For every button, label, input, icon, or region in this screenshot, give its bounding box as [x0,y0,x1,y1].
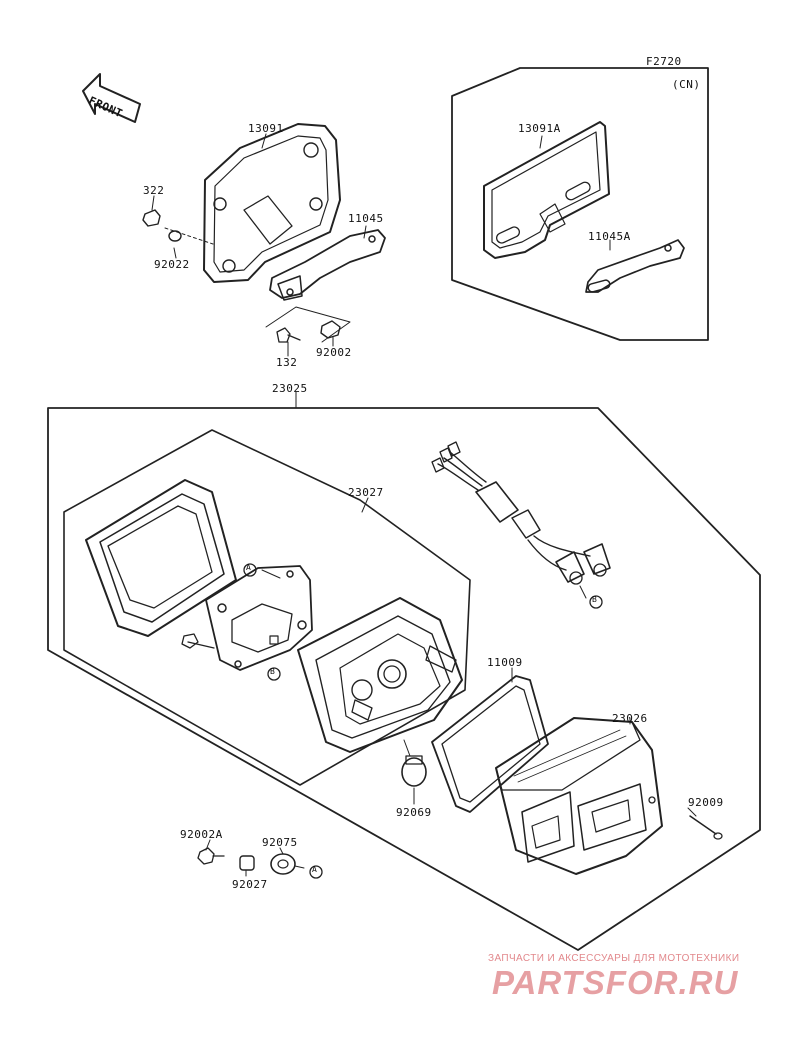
washer-92022-icon [168,230,182,242]
lens-frame [85,479,237,637]
taillight-assembly-box-23025 [47,407,761,951]
bolt-92002a-icon [197,847,225,865]
variant-note: (CN) [672,78,701,91]
marker-b-icon [267,595,603,681]
callout-11009: 11009 [487,656,523,669]
wiring-harness [431,441,611,585]
gasket-11009 [431,675,549,813]
callout-23026: 23026 [612,712,648,725]
callout-92075: 92075 [262,836,298,849]
marker-b-label: B [270,667,276,676]
gasket-plate [205,565,313,671]
cn-variant-box [451,67,709,341]
callout-92022: 92022 [154,258,190,271]
bracket-11045a [585,239,685,293]
callout-322: 322 [143,184,165,197]
bulb-92069-icon [401,739,427,787]
grommet-92075-icon [270,853,296,875]
watermark-logo: PARTSFOR.RU [492,964,739,1001]
license-bracket-13091 [203,123,341,283]
callout-13091: 13091 [248,122,284,135]
callout-11045: 11045 [348,212,384,225]
callout-13091a: 13091A [518,122,561,135]
bracket-11045 [269,229,386,301]
marker-a-label: A [246,563,252,572]
screw-92009-icon [689,815,723,840]
figure-code: F2720 [646,55,682,68]
bolt-322-icon [142,209,161,227]
callout-92002: 92002 [316,346,352,359]
callout-132: 132 [276,356,298,369]
lamp-housing [297,597,463,753]
callout-92069: 92069 [396,806,432,819]
callout-23027: 23027 [348,486,384,499]
marker-a2-label: A [312,865,318,874]
callout-92027: 92027 [232,878,268,891]
license-bracket-13091a [483,121,610,259]
callout-23025: 23025 [272,382,308,395]
nut-92002-icon [320,320,341,339]
callout-92002a: 92002A [180,828,223,841]
leader-lines [151,133,697,877]
front-arrow-icon [82,73,141,123]
marker-a-icon [243,563,323,879]
callout-92009: 92009 [688,796,724,809]
callout-11045a: 11045A [588,230,631,243]
watermark-tagline: ЗАПЧАСТИ И АКСЕССУАРЫ ДЛЯ МОТОТЕХНИКИ [488,953,740,964]
bolt-132-icon [276,327,301,343]
tail-lens-23026 [495,717,663,875]
collar-92027-icon [239,855,255,871]
marker-b2-label: B [592,595,598,604]
lens-assembly-box-23027 [63,429,471,786]
